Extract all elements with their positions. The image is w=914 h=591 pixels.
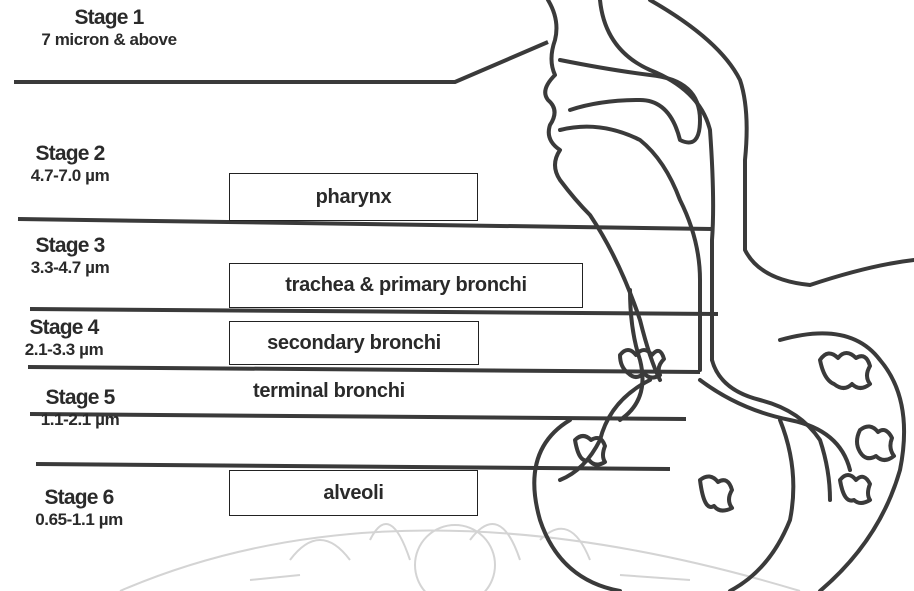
head-profile	[545, 0, 660, 380]
stage-4-range: 2.1-3.3 µm	[4, 340, 124, 360]
trachea-right	[712, 360, 830, 500]
stage-1-range: 7 micron & above	[4, 30, 214, 50]
region-secondary-bronchi: secondary bronchi	[229, 321, 479, 365]
region-alveoli: alveoli	[229, 470, 478, 516]
alveoli-right-lower	[857, 426, 894, 460]
alveoli-right-bottom	[840, 475, 870, 503]
nasal-cavity	[560, 60, 700, 143]
stage-5-title: Stage 5	[20, 386, 140, 410]
face-back	[600, 0, 713, 360]
stage-3-range: 3.3-4.7 µm	[10, 258, 130, 278]
stage-4-title: Stage 4	[4, 316, 124, 340]
stage-6-line	[36, 464, 670, 469]
region-trachea-primary-bronchi: trachea & primary bronchi	[229, 263, 583, 308]
stage-4-line	[28, 367, 700, 372]
stage-5-label: Stage 5 1.1-2.1 µm	[20, 386, 140, 430]
right-lung-inner	[730, 420, 793, 591]
stage-1-title: Stage 1	[4, 6, 214, 30]
stage-2-label: Stage 2 4.7-7.0 µm	[10, 142, 130, 186]
stage-1-label: Stage 1 7 micron & above	[4, 6, 214, 50]
stage-3-line	[30, 309, 718, 314]
left-bronchus	[560, 380, 650, 480]
region-pharynx: pharynx	[229, 173, 478, 221]
stage-6-range: 0.65-1.1 µm	[14, 510, 144, 530]
stage-5-range: 1.1-2.1 µm	[20, 410, 140, 430]
alveoli-left-lower	[575, 436, 605, 465]
right-lung	[780, 333, 904, 591]
stage-3-label: Stage 3 3.3-4.7 µm	[10, 234, 130, 278]
alveoli-right-upper	[820, 353, 870, 388]
stage-6-title: Stage 6	[14, 486, 144, 510]
stage-2-range: 4.7-7.0 µm	[10, 166, 130, 186]
watermark-emblem	[120, 524, 800, 591]
stage-2-title: Stage 2	[10, 142, 130, 166]
region-terminal-bronchi: terminal bronchi	[253, 380, 405, 403]
alveoli-center	[700, 476, 732, 510]
stage-3-title: Stage 3	[10, 234, 130, 258]
airway-outline	[534, 0, 914, 591]
oral-cavity	[560, 127, 700, 370]
stage-6-label: Stage 6 0.65-1.1 µm	[14, 486, 144, 530]
right-bronchus	[700, 380, 850, 470]
stage-4-label: Stage 4 2.1-3.3 µm	[4, 316, 124, 360]
